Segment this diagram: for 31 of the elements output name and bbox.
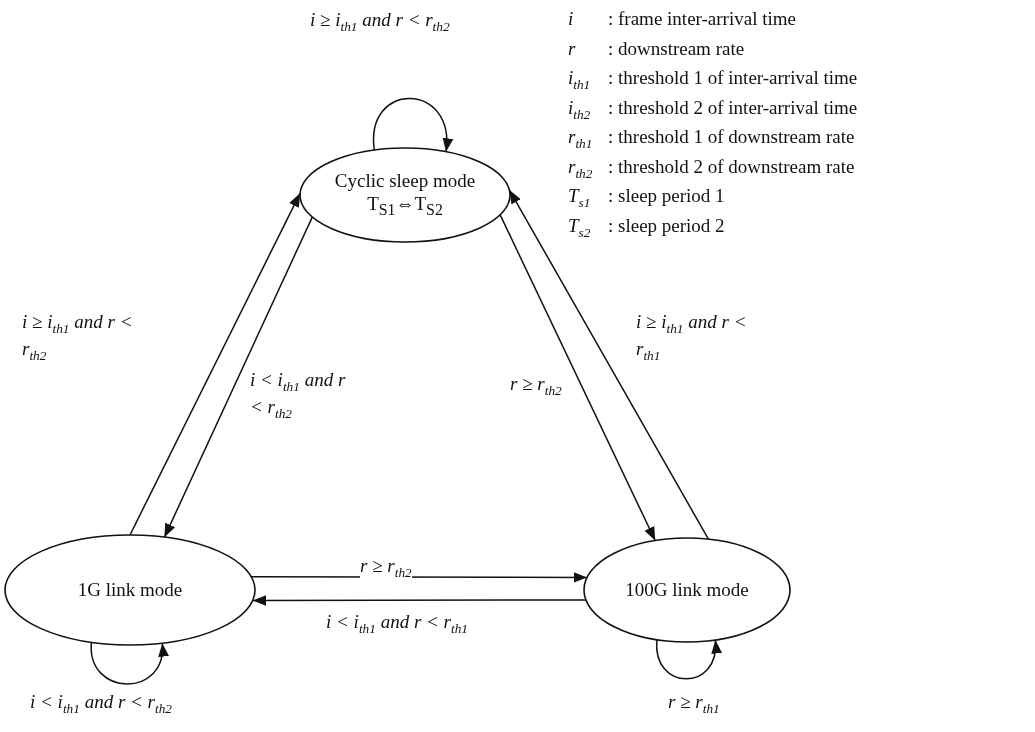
key-symbol: i$_{th1}$ [568,67,591,93]
transition-arrow [499,214,656,542]
transition-arrow [163,216,314,538]
state-ellipse [299,147,511,243]
key-description: : downstream rate [608,37,745,60]
transition-arrow [129,192,301,536]
transition-arrow [90,641,168,685]
key-description: : threshold 1 of inter-arrival time [608,67,858,89]
state-detail: T$_{S1}$⇔T$_{S2}$ [367,193,443,220]
key-description: : threshold 1 of downstream rate [608,126,855,148]
state-name: Cyclic sleep mode [334,170,476,193]
state-name: 100G link mode [625,578,749,602]
state-ellipse [4,534,256,646]
state-ellipse [583,537,791,643]
key-symbol: i [568,8,574,30]
key-description: : threshold 2 of downstream rate [608,155,855,178]
key-description: : frame inter-arrival time [608,8,796,30]
key-description: : threshold 2 of inter-arrival time [608,96,858,119]
key-symbol: T$_{s1}$ [568,185,591,211]
transition-arrow [251,595,587,606]
key-symbol: r$_{th1}$ [568,126,593,152]
transition-arrow [508,189,710,540]
key-description: : sleep period 1 [608,185,725,207]
key-symbol: i$_{th2}$ [568,96,591,123]
key-symbol: r$_{th2}$ [568,155,593,182]
key-symbol: T$_{s2}$ [568,214,591,241]
state-name: 1G link mode [77,578,183,602]
transition-arrow [656,639,721,680]
transition-arrow [373,97,452,153]
key-symbol: r [568,37,576,60]
key-description: : sleep period 2 [608,214,725,237]
